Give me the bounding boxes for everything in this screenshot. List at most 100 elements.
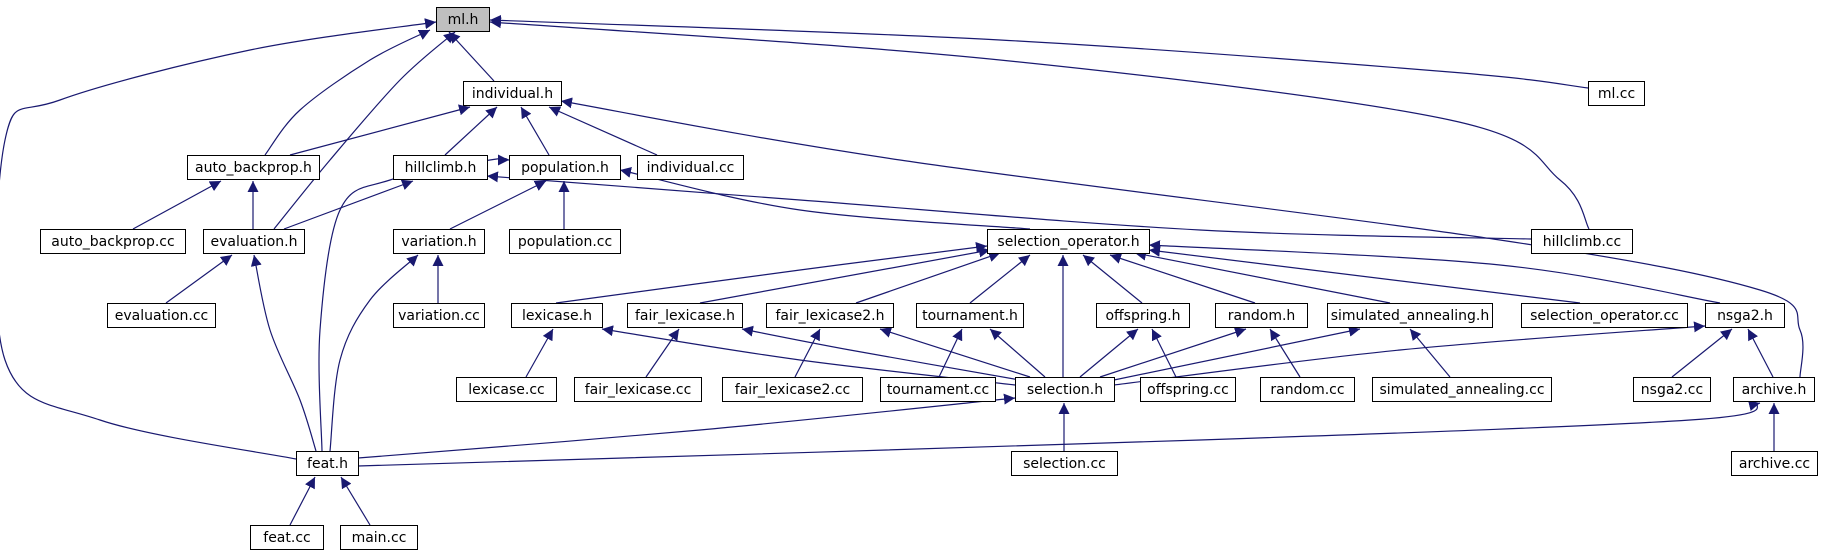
edge-selection-h-to-lexicase-h xyxy=(601,325,1016,386)
edge-tournament-h-to-selection-operator-h xyxy=(969,254,1031,304)
node-archive-h[interactable]: archive.h xyxy=(1733,377,1815,402)
node-main-cc[interactable]: main.cc xyxy=(340,525,418,550)
node-ml-h[interactable]: ml.h xyxy=(436,7,490,32)
node-feat-cc[interactable]: feat.cc xyxy=(250,525,324,550)
edge-hillclimb-h-to-individual-h xyxy=(444,106,498,156)
edge-archive-h-to-nsga2-h xyxy=(1747,328,1774,378)
node-label: selection.h xyxy=(1027,382,1103,398)
node-lexicase-h[interactable]: lexicase.h xyxy=(511,303,603,328)
edge-feat-h-to-archive-h xyxy=(357,400,1761,467)
edge-feat-h-to-selection-h xyxy=(357,393,1016,459)
node-fair-lexicase2-cc[interactable]: fair_lexicase2.cc xyxy=(722,377,863,402)
node-hillclimb-cc[interactable]: hillclimb.cc xyxy=(1531,229,1633,254)
node-archive-cc[interactable]: archive.cc xyxy=(1731,451,1818,476)
edge-feat-h-to-variation-h xyxy=(329,254,419,452)
node-evaluation-h[interactable]: evaluation.h xyxy=(203,229,305,254)
node-label: tournament.cc xyxy=(887,382,989,398)
edge-selection-h-to-offspring-h xyxy=(1079,328,1139,378)
node-box xyxy=(456,377,557,402)
node-random-h[interactable]: random.h xyxy=(1215,303,1308,328)
node-population-h[interactable]: population.h xyxy=(509,155,621,180)
node-label: individual.cc xyxy=(647,160,735,176)
node-fair-lexicase-h[interactable]: fair_lexicase.h xyxy=(627,303,743,328)
node-box xyxy=(509,229,621,254)
node-simulated-annealing-h[interactable]: simulated_annealing.h xyxy=(1327,303,1493,328)
node-label: hillclimb.h xyxy=(405,160,477,176)
edge-auto-backprop-cc-to-auto-backprop-h xyxy=(132,180,222,230)
node-individual-cc[interactable]: individual.cc xyxy=(637,155,744,180)
node-nsga2-h[interactable]: nsga2.h xyxy=(1705,303,1785,328)
node-selection-cc[interactable]: selection.cc xyxy=(1011,451,1118,476)
node-label: evaluation.h xyxy=(211,234,298,250)
node-fair-lexicase-cc[interactable]: fair_lexicase.cc xyxy=(574,377,702,402)
edge-evaluation-h-to-ml-h xyxy=(273,31,456,230)
node-box xyxy=(393,155,488,180)
node-individual-h[interactable]: individual.h xyxy=(463,81,562,106)
node-auto-backprop-cc[interactable]: auto_backprop.cc xyxy=(40,229,186,254)
node-population-cc[interactable]: population.cc xyxy=(509,229,621,254)
edge-selection-h-to-random-h xyxy=(1099,327,1247,378)
node-box xyxy=(187,155,320,180)
node-label: offspring.cc xyxy=(1147,382,1229,398)
edge-fair-lexicase-cc-to-fair-lexicase-h xyxy=(645,328,680,378)
node-label: feat.h xyxy=(307,456,348,472)
node-label: simulated_annealing.cc xyxy=(1379,382,1544,398)
node-variation-cc[interactable]: variation.cc xyxy=(393,303,485,328)
node-label: fair_lexicase.cc xyxy=(585,382,692,398)
node-label: fair_lexicase2.h xyxy=(776,308,885,324)
edge-fair-lexicase2-cc-to-fair-lexicase2-h xyxy=(794,328,821,378)
node-selection-operator-h[interactable]: selection_operator.h xyxy=(987,229,1150,254)
node-lexicase-cc[interactable]: lexicase.cc xyxy=(456,377,557,402)
node-box xyxy=(987,229,1150,254)
node-evaluation-cc[interactable]: evaluation.cc xyxy=(107,303,216,328)
node-feat-h[interactable]: feat.h xyxy=(296,451,359,476)
node-box xyxy=(1531,229,1633,254)
edge-individual-h-to-ml-h xyxy=(448,31,495,82)
node-ml-cc[interactable]: ml.cc xyxy=(1588,81,1645,106)
edge-main-cc-to-feat-h xyxy=(340,476,371,526)
edge-selection-h-to-fair-lexicase-h xyxy=(741,325,1021,381)
node-label: nsga2.h xyxy=(1717,308,1773,324)
edges-layer xyxy=(0,14,1804,526)
edge-simulated-annealing-cc-to-simulated-annealing-h xyxy=(1409,328,1451,378)
node-variation-h[interactable]: variation.h xyxy=(393,229,485,254)
node-box xyxy=(1140,377,1236,402)
node-hillclimb-h[interactable]: hillclimb.h xyxy=(393,155,488,180)
node-tournament-h[interactable]: tournament.h xyxy=(916,303,1024,328)
node-label: selection.cc xyxy=(1023,456,1106,472)
node-auto-backprop-h[interactable]: auto_backprop.h xyxy=(187,155,320,180)
edge-offspring-h-to-selection-operator-h xyxy=(1082,254,1143,304)
edge-nsga2-cc-to-nsga2-h xyxy=(1671,328,1733,378)
edge-auto-backprop-h-to-individual-h xyxy=(289,104,471,156)
node-label: auto_backprop.cc xyxy=(51,234,174,250)
node-tournament-cc[interactable]: tournament.cc xyxy=(880,377,996,402)
node-fair-lexicase2-h[interactable]: fair_lexicase2.h xyxy=(766,303,894,328)
node-box xyxy=(1733,377,1815,402)
node-box xyxy=(766,303,894,328)
edge-selection-h-to-nsga2-h xyxy=(1113,321,1706,386)
node-label: feat.cc xyxy=(263,530,310,546)
node-box xyxy=(436,7,490,32)
node-simulated-annealing-cc[interactable]: simulated_annealing.cc xyxy=(1372,377,1552,402)
node-selection-h[interactable]: selection.h xyxy=(1015,377,1115,402)
edge-nsga2-h-to-selection-operator-h xyxy=(1148,240,1721,304)
node-selection-operator-cc[interactable]: selection_operator.cc xyxy=(1521,303,1688,328)
edge-lexicase-h-to-selection-operator-h xyxy=(555,241,988,304)
node-label: ml.h xyxy=(448,12,479,28)
node-box xyxy=(40,229,186,254)
node-nsga2-cc[interactable]: nsga2.cc xyxy=(1633,377,1711,402)
edge-selection-h-to-simulated-annealing-h xyxy=(1113,325,1361,381)
node-offspring-h[interactable]: offspring.h xyxy=(1096,303,1190,328)
node-box xyxy=(916,303,1024,328)
node-label: population.h xyxy=(521,160,609,176)
edge-lexicase-cc-to-lexicase-h xyxy=(525,328,554,378)
node-box xyxy=(509,155,621,180)
node-label: selection_operator.cc xyxy=(1530,308,1679,324)
edge-individual-cc-to-individual-h xyxy=(548,106,658,156)
node-label: archive.cc xyxy=(1739,456,1810,472)
node-offspring-cc[interactable]: offspring.cc xyxy=(1140,377,1236,402)
node-box xyxy=(511,303,603,328)
node-random-cc[interactable]: random.cc xyxy=(1260,377,1355,402)
